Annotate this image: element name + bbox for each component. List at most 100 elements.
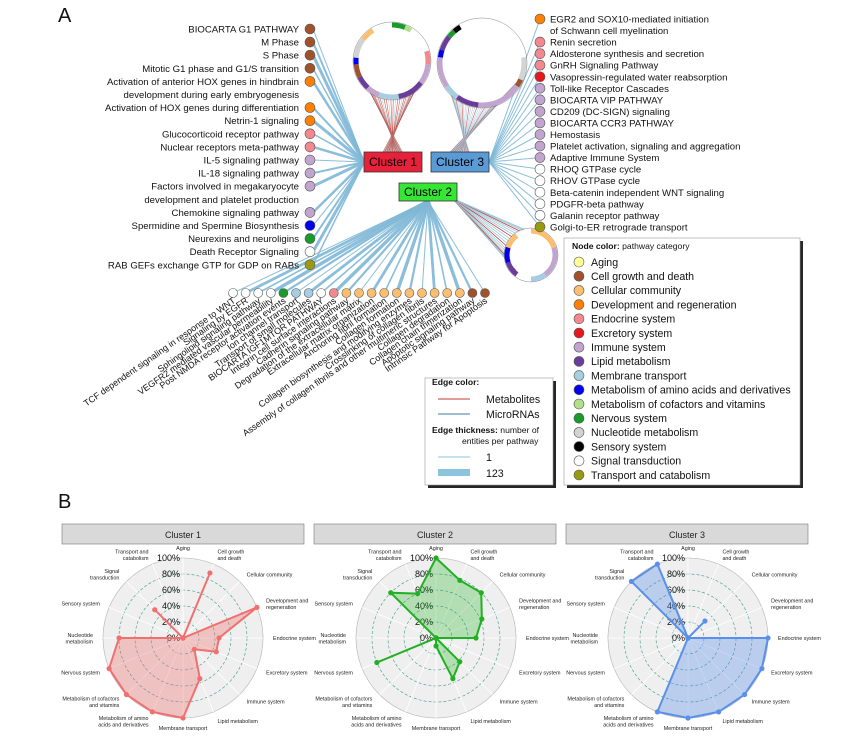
- radar-point: [207, 570, 213, 576]
- right-pathway-label: Aldosterone synthesis and secretion: [550, 49, 704, 60]
- radar-point: [415, 591, 421, 597]
- pathway-node: [534, 59, 546, 71]
- radar-axis-label: Signal: [357, 569, 372, 575]
- radar-spoke: [687, 637, 719, 713]
- right-pathway-label: Golgi-to-ER retrograde transport: [550, 222, 688, 233]
- edge-line: [307, 199, 429, 295]
- radar-spoke: [361, 607, 437, 639]
- radar-point: [741, 691, 748, 698]
- pathway-node: [442, 288, 453, 298]
- radar-tick-label: 20%: [667, 617, 685, 627]
- radar-axis-label: Endocrine system: [526, 636, 569, 642]
- edge-line: [451, 197, 510, 253]
- radar-axis-label: Transport and: [368, 550, 401, 556]
- radar-axis-label: Development and: [266, 598, 308, 604]
- radar-axis-label: Nucleotide: [573, 633, 598, 639]
- radar-tick-label: 60%: [162, 585, 180, 595]
- radar-axis-label: Development and: [771, 598, 813, 604]
- pathway-node: [341, 288, 352, 298]
- edge-legend: Edge color: Metabolites MicroRNAs Edge t…: [424, 377, 556, 488]
- radar-series-polygon: [107, 572, 258, 720]
- radar-axis-label: Nucleotide: [321, 633, 346, 639]
- radar-axis-label: Cellular community: [500, 572, 546, 578]
- pathway-node: [534, 198, 546, 210]
- pathway-node: [304, 233, 316, 244]
- cluster-3-box[interactable]: Cluster 3: [430, 151, 490, 173]
- legend-label: Membrane transport: [591, 370, 686, 382]
- edge-line: [358, 200, 429, 294]
- pathway-node: [228, 288, 238, 298]
- ring-segment: [437, 49, 445, 58]
- pathway-node: [534, 117, 546, 129]
- radar-axis-label: Cell growth: [470, 550, 497, 556]
- radar-tick-label: 100%: [410, 553, 433, 563]
- radar-point: [457, 577, 463, 583]
- radar-point: [450, 676, 456, 682]
- edge-line: [332, 199, 430, 295]
- ring-segment: [439, 35, 452, 51]
- ring-segment: [518, 57, 527, 81]
- radar-point: [654, 709, 660, 715]
- ring-segment: [398, 81, 423, 99]
- ring-segment: [444, 84, 459, 100]
- edge-line: [488, 134, 541, 163]
- edge-line: [488, 76, 541, 163]
- edge-thin-label: 1: [486, 452, 492, 464]
- pathway-node: [480, 288, 490, 298]
- edge-line: [488, 161, 541, 193]
- radar-point: [478, 590, 484, 596]
- radar-axis-label: Sensory system: [61, 602, 100, 608]
- radar-axis-label: Metabolism of amino: [99, 716, 149, 722]
- radar-spoke: [182, 581, 240, 639]
- edge-line: [488, 161, 541, 170]
- radar-axis-label: Immune system: [247, 700, 286, 706]
- radar-axis-label: Aging: [681, 546, 695, 552]
- ring-outline: [436, 17, 528, 109]
- radar-axis-label: and vitamins: [594, 703, 625, 709]
- radar-axis-label: metabolism: [65, 639, 93, 645]
- radar-axis-label: Metabolism of cofactors: [62, 696, 119, 702]
- ring-segment: [481, 18, 527, 58]
- left-pathway-label: BIOCARTA G1 PATHWAY: [188, 25, 299, 36]
- legend-swatch: [573, 455, 585, 467]
- edge-line: [488, 161, 541, 205]
- edge-line: [451, 197, 512, 247]
- edge-line: [395, 200, 430, 294]
- legend-label: Lipid metabolism: [591, 356, 671, 368]
- radar-point: [473, 635, 479, 641]
- radar-point: [116, 635, 122, 641]
- cluster-1-box[interactable]: Cluster 1: [363, 151, 423, 173]
- radar-axis-label: Metabolism of cofactors: [567, 696, 624, 702]
- edge-line: [427, 200, 448, 294]
- left-pathway-label: Death Receptor Signaling: [190, 247, 299, 258]
- facet-strip: [61, 523, 305, 545]
- legend-label: Sensory system: [591, 441, 667, 453]
- edge-line: [312, 133, 365, 163]
- radar-axis-label: Cellular community: [247, 572, 293, 578]
- legend-label: Immune system: [591, 342, 666, 354]
- radar-spoke: [379, 637, 437, 695]
- cluster-3-ring: [436, 17, 528, 109]
- pathway-node: [304, 76, 316, 87]
- right-pathway-label: BIOCARTA VIP PATHWAY: [550, 95, 664, 106]
- radar-tick-label: 100%: [157, 553, 180, 563]
- edge-line: [282, 200, 429, 294]
- left-pathway-label: Glucocorticoid receptor pathway: [162, 129, 299, 140]
- metabolites-legend-label: Metabolites: [486, 394, 540, 406]
- ring-segment: [543, 246, 558, 277]
- radar-axis-label: Sensory system: [314, 602, 353, 608]
- radar-tick-label: 60%: [667, 585, 685, 595]
- radar-axis-label: Lipid metabolism: [722, 719, 763, 725]
- ring-segment: [353, 37, 366, 59]
- pathway-node: [454, 288, 465, 298]
- radar-axis-label: catabolism: [123, 556, 149, 562]
- pathway-node: [354, 288, 364, 298]
- edge-color-title: Edge color:: [432, 377, 479, 387]
- pathway-node: [534, 71, 546, 83]
- legend-swatch: [573, 398, 585, 410]
- cluster-2-box[interactable]: Cluster 2: [398, 182, 458, 202]
- legend-label: Excretory system: [591, 328, 672, 340]
